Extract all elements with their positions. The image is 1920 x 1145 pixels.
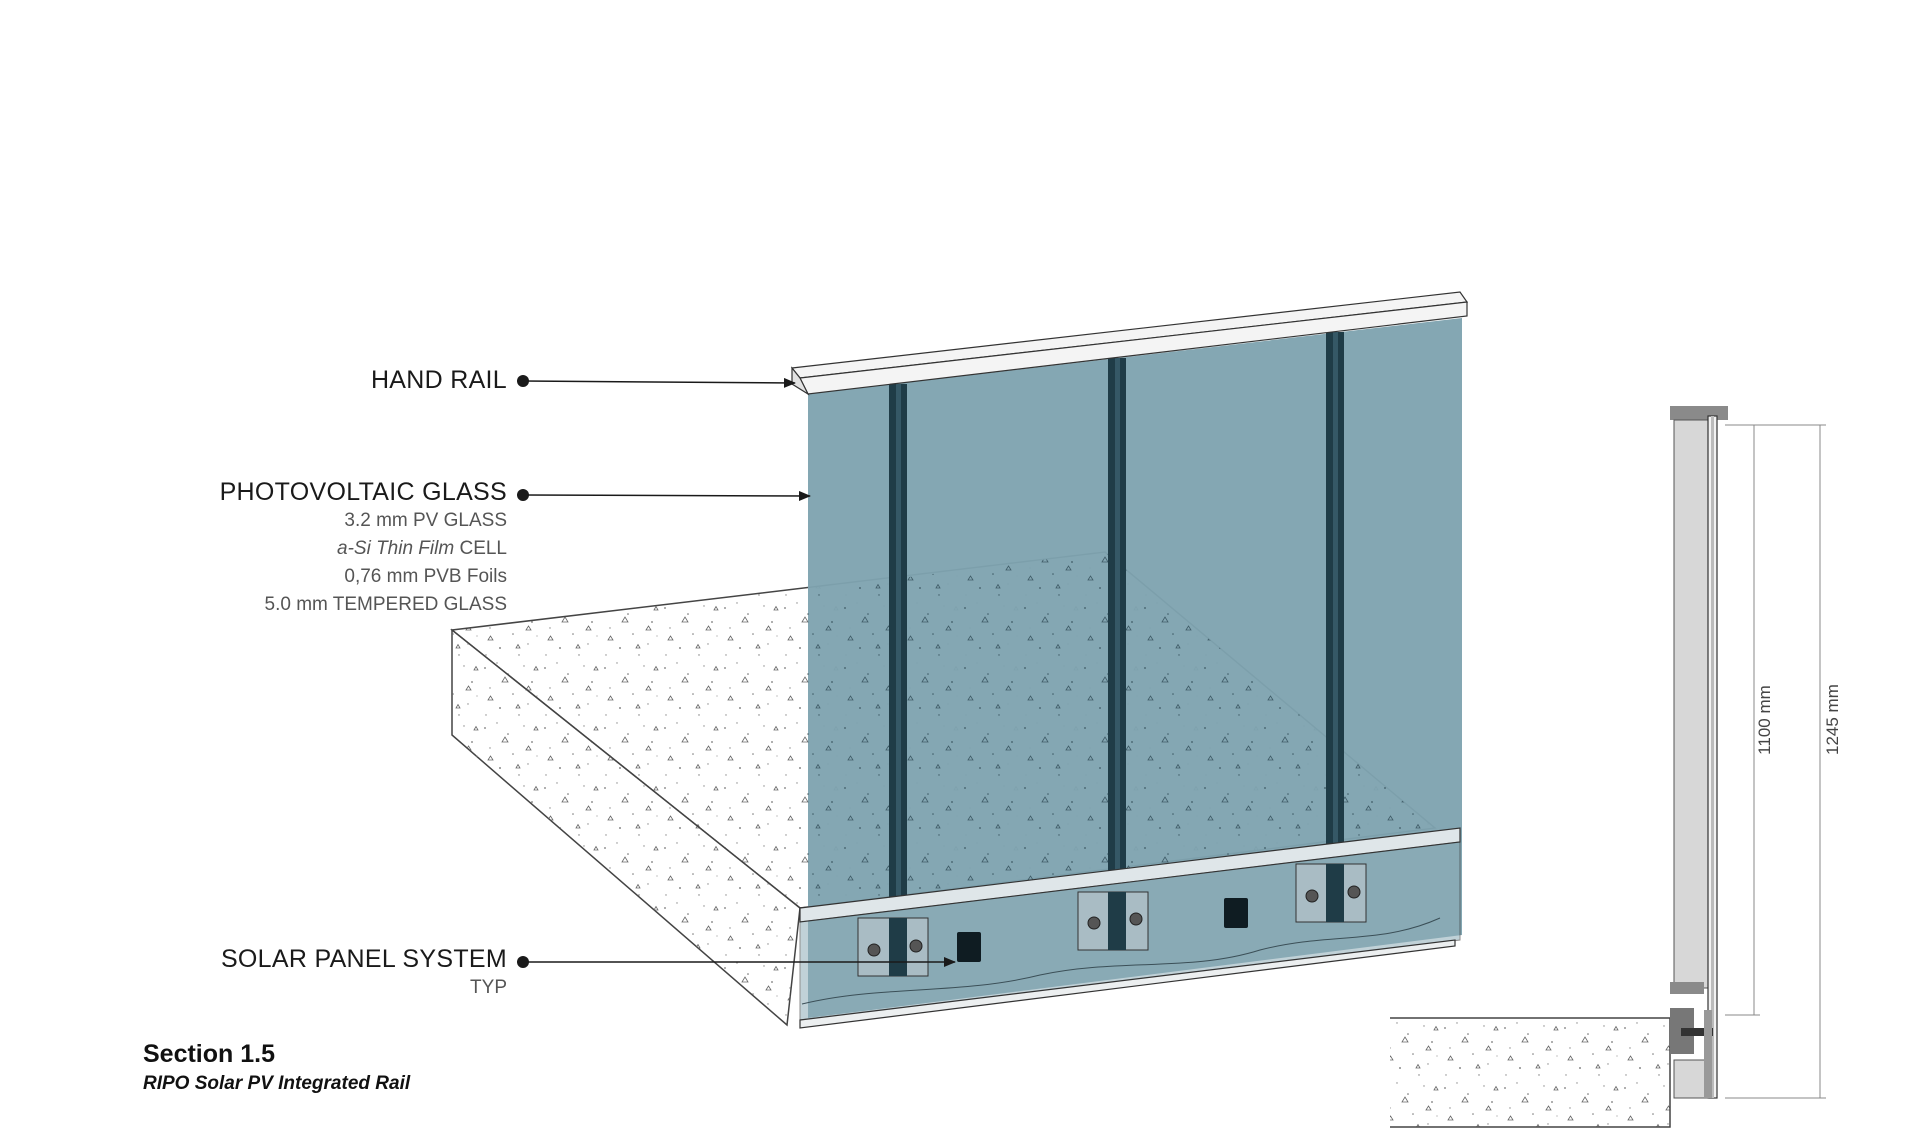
pv-glass-spec-2: a-Si Thin Film CELL (220, 535, 507, 563)
caption-subtitle: RIPO Solar PV Integrated Rail (143, 1073, 411, 1094)
leader-lines (517, 375, 956, 968)
pv-glass-spec-1: 3.2 mm PV GLASS (344, 510, 507, 531)
rail-posts (889, 332, 1344, 904)
bracket-1 (857, 917, 929, 977)
solar-panel-callout: SOLAR PANEL SYSTEM TYP (221, 945, 507, 1002)
junction-box-1 (957, 932, 981, 962)
pv-glass-spec-2-italic: a-Si Thin Film (337, 538, 455, 559)
dimension-outer: 1245 mm (1823, 684, 1842, 755)
solar-panel-title: SOLAR PANEL SYSTEM (220, 945, 507, 973)
solar-panel-sub: TYP (470, 977, 507, 998)
pv-glass-spec-2-rest: CELL (454, 538, 507, 559)
section-detail (1390, 406, 1826, 1128)
caption-title: Section 1.5 (143, 1040, 275, 1068)
pv-glass-callout: PHOTOVOLTAIC GLASS 3.2 mm PV GLASS a-Si … (220, 478, 507, 619)
junction-box-2 (1224, 898, 1248, 928)
pv-glass-spec-4: 5.0 mm TEMPERED GLASS (264, 594, 508, 615)
bracket-3 (1295, 863, 1367, 923)
pv-glass-title: PHOTOVOLTAIC GLASS (219, 478, 507, 506)
hand-rail (790, 291, 1469, 396)
dimension-inner: 1100 mm (1755, 685, 1774, 755)
hand-rail-label: HAND RAIL (370, 366, 507, 394)
figure-caption: Section 1.5 RIPO Solar PV Integrated Rai… (143, 1040, 410, 1095)
pv-glass-spec-3: 0,76 mm PVB Foils (344, 566, 507, 587)
post-brackets (857, 863, 1367, 977)
bracket-2 (1077, 891, 1149, 951)
